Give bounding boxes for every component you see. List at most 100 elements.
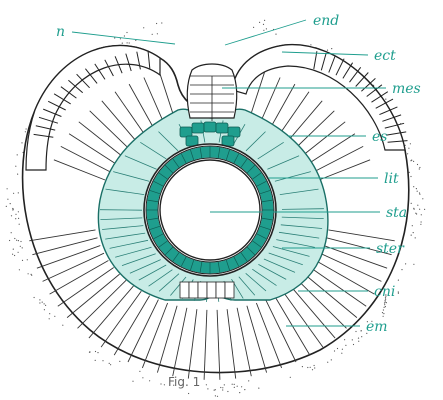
bottom-cell <box>179 281 190 299</box>
ring-cell-wall <box>217 146 221 159</box>
stipple-dot <box>17 173 19 175</box>
leader-ect <box>281 51 369 56</box>
leader-lines <box>71 19 386 327</box>
stipple-dot <box>239 392 241 394</box>
stipple-dot <box>289 376 291 378</box>
stipple-dot <box>413 186 415 188</box>
fiber-line <box>294 110 335 150</box>
stipple-dot <box>17 251 19 253</box>
stipple-dot <box>333 350 336 352</box>
label-n: n <box>56 24 65 40</box>
stipple-dot <box>345 344 347 346</box>
epithelial-cell-wall <box>158 273 180 292</box>
stipple-dot <box>384 301 386 303</box>
ectoderm-cell-wall <box>384 122 405 129</box>
fiber-line <box>310 267 367 307</box>
fiber-line <box>203 309 208 380</box>
fiber-line <box>326 237 392 256</box>
epithelial-cell-wall <box>105 188 145 195</box>
fiber-line <box>290 285 336 339</box>
fiber-line <box>29 229 96 242</box>
epithelial-cell-wall <box>124 155 157 170</box>
fiber-line <box>301 121 346 157</box>
fiber-line <box>274 295 311 356</box>
bottom-cell <box>206 281 217 299</box>
stipple-dot <box>383 313 385 315</box>
stipple-dot <box>21 247 23 249</box>
ring-cell-wall <box>233 152 240 164</box>
bottom-cell <box>224 281 235 299</box>
stipple-dot <box>10 232 12 234</box>
stipple-dot <box>265 28 267 30</box>
fiber-line <box>113 295 150 356</box>
stipple-dot <box>405 263 407 265</box>
stipple-dot <box>358 340 360 342</box>
stipple-dot <box>310 44 312 46</box>
stipple-dot <box>360 330 362 332</box>
epithelial-cell-wall <box>281 216 324 219</box>
stipple-dot <box>119 38 121 40</box>
stipple-dot <box>331 48 333 50</box>
stipple-dot <box>123 35 125 37</box>
lithocyte-cell <box>203 121 217 133</box>
ring-cell-wall <box>157 240 169 248</box>
ectoderm-cell-wall <box>136 51 141 70</box>
epithelial-cell-wall <box>158 131 179 152</box>
stipple-dot <box>416 213 418 215</box>
stipple-dot <box>15 218 17 220</box>
epithelial-cell-wall <box>252 268 277 286</box>
ectoderm-cell-wall <box>33 133 54 138</box>
ectoderm-cell-wall <box>60 86 77 99</box>
stipple-dot <box>357 337 360 339</box>
ring-cell-wall <box>157 172 169 180</box>
epithelial-cell-wall <box>238 276 256 296</box>
stipple-dot <box>13 192 15 194</box>
fiber-line <box>100 290 142 348</box>
ectoderm-cell-wall <box>355 72 369 87</box>
stipple-dot <box>12 253 14 255</box>
epithelial-cell-wall <box>263 258 296 273</box>
ring-cell-wall <box>259 225 272 231</box>
fiber-line <box>187 309 198 379</box>
ring-cell-wall <box>251 240 263 248</box>
stipple-dot <box>275 33 277 35</box>
stipple-dot <box>408 147 410 149</box>
stipple-dot <box>151 33 153 35</box>
stipple-dot <box>108 362 110 364</box>
stipple-dot <box>410 202 412 204</box>
stipple-dot <box>216 395 219 397</box>
stipple-dot <box>39 302 41 304</box>
fiber-line <box>277 91 310 138</box>
stipple-dot <box>126 42 128 44</box>
stipple-dot <box>128 42 130 44</box>
stipple-dot <box>10 215 13 217</box>
ectoderm-cell-wall <box>76 73 90 89</box>
figure-caption: Fig. 1 <box>168 375 201 389</box>
stipple-dot <box>214 389 216 391</box>
stipple-dot <box>18 269 20 271</box>
stipple-dot <box>314 367 316 369</box>
epithelial-cell-wall <box>100 217 143 220</box>
stipple-dot <box>418 192 421 194</box>
stipple-dot <box>89 351 91 353</box>
stipple-dot <box>62 324 64 326</box>
stipple-dot <box>420 221 422 223</box>
stipple-dot <box>416 163 419 166</box>
stipple-dot <box>381 312 384 314</box>
stipple-dot <box>313 364 315 367</box>
fiber-line <box>328 229 395 242</box>
epithelial-cell-wall <box>140 141 167 160</box>
ring-cell-wall <box>240 251 248 263</box>
stipple-dot <box>383 302 386 304</box>
ring-cell-wall <box>217 261 221 274</box>
epithelial-cell-wall <box>276 239 315 248</box>
lithocyte-cell <box>221 135 235 147</box>
label-lit: lit <box>384 171 399 187</box>
stipple-dot <box>236 385 238 387</box>
stipple-dot <box>207 388 209 390</box>
epithelial-cell-wall <box>102 225 144 230</box>
fiber-line <box>216 309 221 380</box>
stipple-dot <box>385 298 387 300</box>
stipple-dot <box>401 269 403 271</box>
stipple-dot <box>49 313 51 315</box>
